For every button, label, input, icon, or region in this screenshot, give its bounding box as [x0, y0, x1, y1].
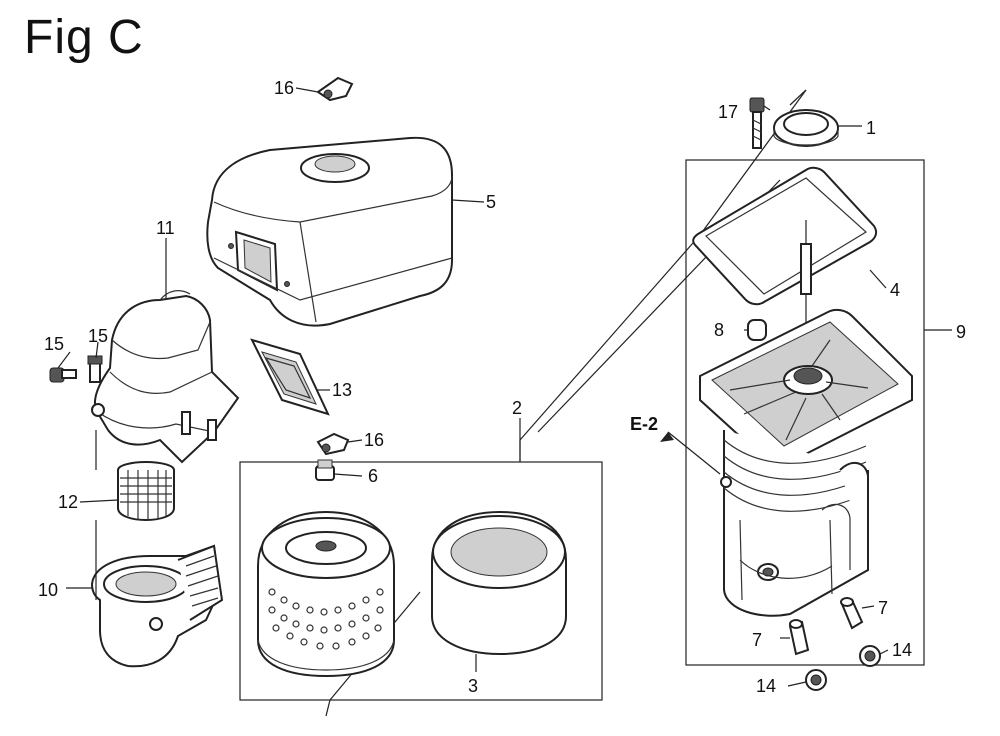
callout-9: 9: [956, 322, 966, 342]
gasket-part-13: [250, 338, 330, 416]
seal-ring-part-1: [773, 109, 839, 147]
tube-part-7-upper: [840, 597, 864, 630]
tube-part-7-lower: [788, 619, 810, 656]
bolt-part-14-right: [87, 355, 103, 383]
callout-2: 2: [512, 398, 522, 418]
callout-7-lower: 7: [752, 630, 762, 650]
foam-prefilter-part-3: [431, 510, 567, 656]
callout-11: 11: [156, 218, 175, 238]
air-cleaner-body-part-9: [699, 308, 913, 617]
collar-part-8: [747, 319, 767, 341]
callout-1: 1: [866, 118, 876, 138]
callout-12: 12: [58, 492, 78, 512]
callout-16-lower: 14: [756, 676, 776, 696]
bolt-part-14-left: [49, 367, 77, 383]
callout-16-right: 14: [892, 640, 912, 660]
wing-nut-part-6: [315, 459, 335, 481]
callout-6: 6: [368, 466, 378, 486]
air-cleaner-cover-part-5: [206, 136, 453, 327]
callout-3: 3: [468, 676, 478, 696]
reference-arrow-icon: [660, 432, 674, 442]
callout-15-top: 16: [274, 78, 294, 98]
nut-part-16-right: [859, 645, 881, 667]
leader-lines: [57, 87, 952, 687]
connector-line: [325, 699, 331, 717]
connector-line: [519, 234, 701, 441]
callout-5: 5: [486, 192, 496, 212]
callout-10: 10: [38, 580, 58, 600]
figure-title: Fig C: [24, 11, 144, 64]
callout-8: 8: [714, 320, 724, 340]
screen-filter-part-12: [117, 461, 175, 522]
callout-7-upper: 7: [878, 598, 888, 618]
clip-part-15-top: [316, 76, 354, 102]
elbow-duct-part-11: [91, 290, 240, 464]
packing-part-4: [692, 166, 878, 306]
callout-14-left: 15: [44, 334, 64, 354]
callout-15-lower: 16: [364, 430, 384, 450]
clip-part-15-lower: [316, 432, 350, 456]
body-group-box: [685, 159, 925, 666]
stud-part-17: [749, 97, 765, 149]
callout-13: 13: [332, 380, 352, 400]
reference-e2: E-2: [630, 414, 658, 434]
callout-14-right: 15: [88, 326, 108, 346]
callout-17: 17: [718, 102, 738, 122]
intake-duct-part-10: [90, 544, 224, 668]
connector-line: [789, 89, 807, 106]
filter-cartridge: [257, 510, 395, 678]
long-stud: [800, 243, 812, 295]
callout-4: 4: [890, 280, 900, 300]
nut-part-16-lower: [805, 669, 827, 691]
filter-group-box: [239, 461, 603, 701]
